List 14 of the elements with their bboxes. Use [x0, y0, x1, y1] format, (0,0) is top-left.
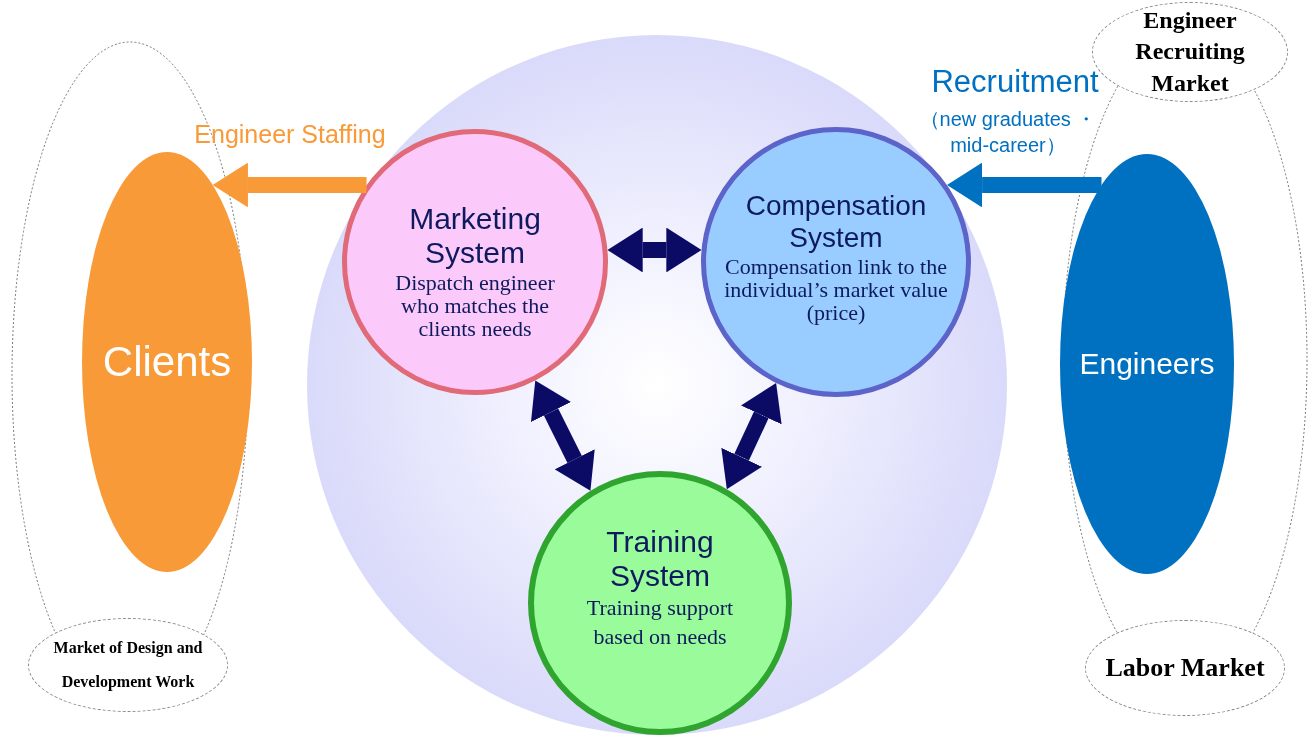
node-title: Marketing System [408, 201, 542, 271]
node-title: Engineer Recruiting Market [1134, 6, 1246, 98]
node-description: Compensation link to the individual’s market value (price) [723, 254, 949, 324]
node-title: Compensation System [744, 190, 928, 255]
node-title: Training System [605, 524, 715, 594]
node-description: Dispatch engineer who matches the clients needs [394, 270, 556, 341]
node-title: Engineers [1079, 346, 1215, 382]
node-description: Training support based on needs [585, 593, 735, 651]
node-title: Market of Design and Development Work [52, 638, 204, 693]
node-title: Labor Market [1105, 653, 1265, 683]
edge-label: Engineer Staffing [194, 120, 386, 149]
edge-note: （new graduates ・ mid-career） [918, 107, 1098, 158]
node-title: Clients [102, 337, 232, 387]
edge-label: Recruitment [931, 64, 1099, 100]
